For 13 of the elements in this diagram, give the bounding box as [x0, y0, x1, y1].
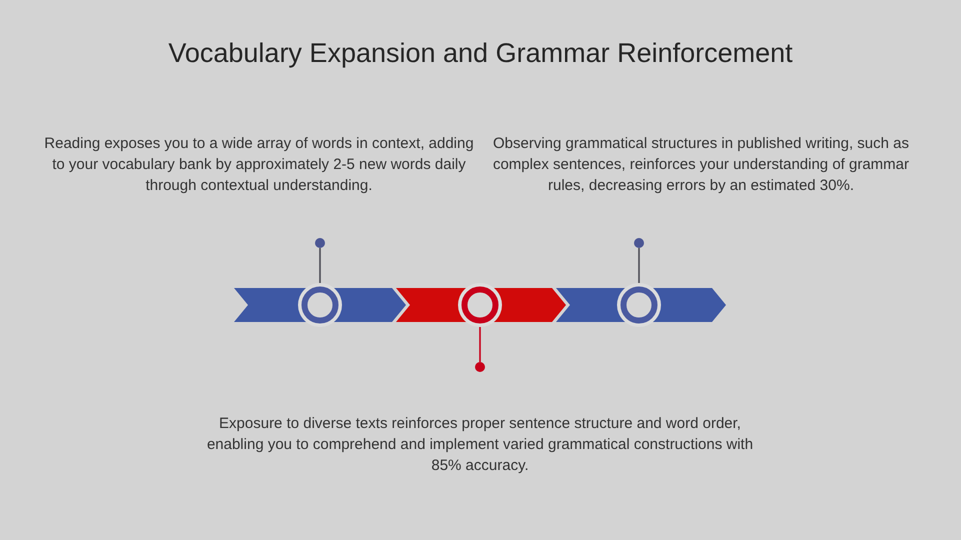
pin-line	[479, 327, 481, 362]
ring-marker	[298, 283, 342, 327]
title: Vocabulary Expansion and Grammar Reinforcement	[168, 37, 793, 70]
ring-marker	[617, 283, 661, 327]
description-text: Exposure to diverse texts reinforces proper sentence structure and word order, enabling you to comprehend and implement varied grammatical constructions with 85% accuracy.	[206, 414, 754, 476]
pin-line	[319, 248, 321, 283]
description-text: Observing grammatical structures in published writing, such as complex sentences, reinforces your understanding of grammar rules, decreasing errors by an estimated 30%.	[492, 134, 910, 196]
pin-dot	[475, 362, 485, 372]
ring-marker	[458, 283, 502, 327]
pin-dot	[634, 238, 644, 248]
pin-dot	[315, 238, 325, 248]
description-text: Reading exposes you to a wide array of words in context, adding to your vocabulary bank by approximately 2-5 new words daily through contextual understanding.	[44, 134, 474, 196]
pin-line	[638, 248, 640, 283]
